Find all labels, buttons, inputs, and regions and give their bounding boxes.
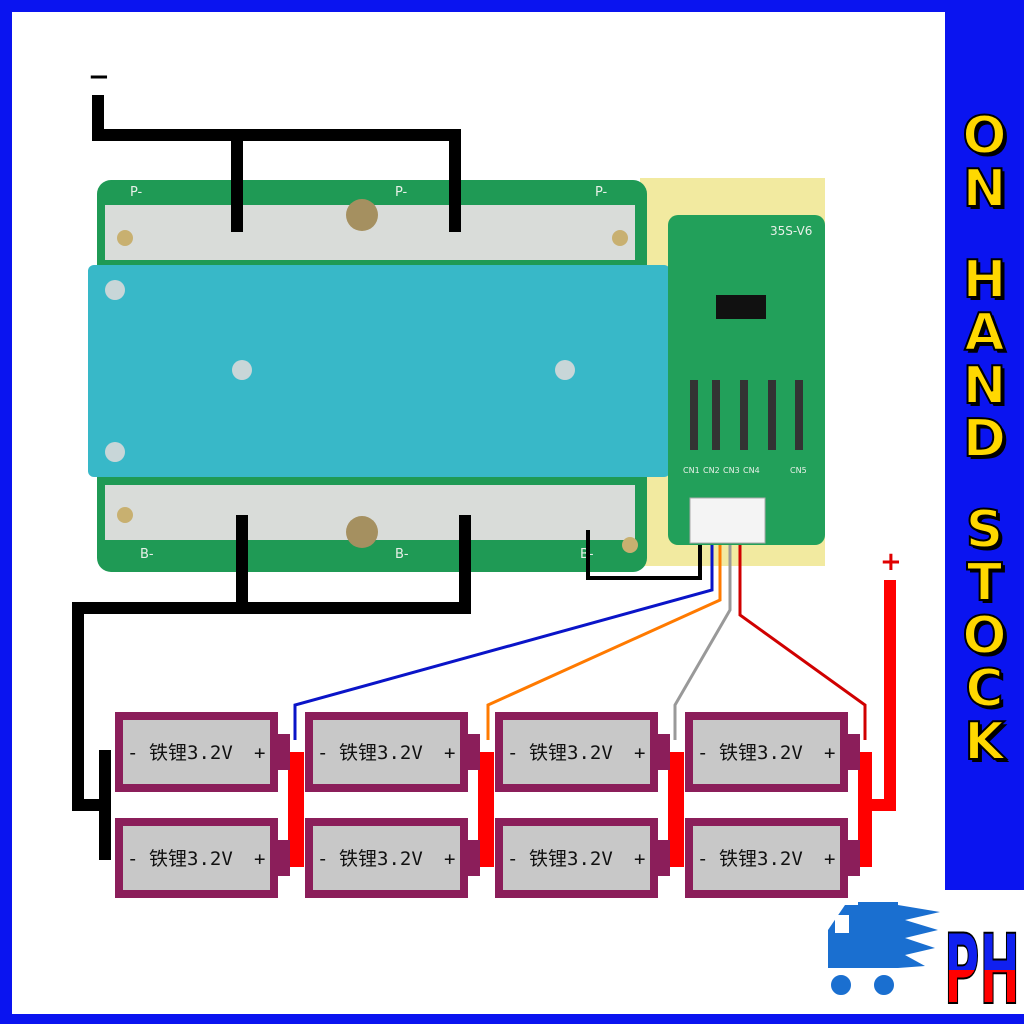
cell-minus: - bbox=[697, 848, 708, 870]
positive-wire bbox=[865, 580, 896, 811]
cell-label: 铁锂3.2V bbox=[529, 848, 613, 870]
cell-plus: + bbox=[824, 742, 835, 764]
cell-minus: - bbox=[507, 742, 518, 764]
cell-label: 铁锂3.2V bbox=[149, 742, 233, 764]
battery-cell: -铁锂3.2V + bbox=[305, 818, 480, 898]
screw bbox=[555, 360, 575, 380]
cell-plus: + bbox=[254, 848, 265, 870]
banner-letter: H bbox=[962, 250, 1008, 310]
mount-hole bbox=[346, 516, 378, 548]
banner-letter: N bbox=[962, 356, 1008, 416]
battery-cell: -铁锂3.2V + bbox=[305, 712, 480, 792]
board-model: 35S-V6 bbox=[770, 224, 812, 238]
cell-plus: + bbox=[634, 742, 645, 764]
cell-minus: - bbox=[317, 742, 328, 764]
banner-letter: T bbox=[966, 553, 1004, 613]
label-b-minus: B- bbox=[395, 547, 409, 562]
cell-minus: - bbox=[127, 848, 138, 870]
b-minus-wire bbox=[72, 515, 471, 860]
label-p-minus: P- bbox=[130, 185, 143, 200]
mount-hole bbox=[346, 199, 378, 231]
cell-label: 铁锂3.2V bbox=[339, 848, 423, 870]
mosfet-array bbox=[690, 380, 803, 450]
battery-cell: -铁锂3.2V + bbox=[115, 712, 290, 792]
balance-wire-gray bbox=[673, 545, 732, 740]
cell-minus: - bbox=[507, 848, 518, 870]
battery-cell: -铁锂3.2V + bbox=[685, 818, 860, 898]
cn5-label: CN5 bbox=[790, 466, 807, 475]
battery-cell: -铁锂3.2V + bbox=[685, 712, 860, 792]
battery-cell: -铁锂3.2V + bbox=[495, 712, 670, 792]
ic-chip bbox=[716, 295, 766, 319]
screw bbox=[232, 360, 252, 380]
label-p-minus: P- bbox=[595, 185, 608, 200]
p-minus-wire bbox=[92, 95, 461, 232]
mount-hole bbox=[117, 230, 133, 246]
banner-letter: C bbox=[964, 659, 1004, 719]
positive-label: + bbox=[880, 547, 902, 577]
balance-wire-red bbox=[738, 545, 867, 740]
cell-label: 铁锂3.2V bbox=[149, 848, 233, 870]
series-links bbox=[288, 752, 872, 867]
heatsink-pad bbox=[88, 265, 670, 477]
cn2-label: CN2 bbox=[703, 466, 720, 475]
screw bbox=[105, 442, 125, 462]
cell-plus: + bbox=[634, 848, 645, 870]
cell-plus: + bbox=[824, 848, 835, 870]
banner-letter: O bbox=[961, 106, 1007, 166]
banner-letter: A bbox=[963, 303, 1005, 363]
mount-hole bbox=[622, 537, 638, 553]
banner-letter: N bbox=[962, 159, 1008, 219]
label-b-minus: B- bbox=[140, 547, 154, 562]
label-p-minus: P- bbox=[395, 185, 408, 200]
battery-cell: -铁锂3.2V + bbox=[495, 818, 670, 898]
balance-wire-orange bbox=[486, 545, 722, 740]
cn4-label: CN4 bbox=[743, 466, 760, 475]
cell-plus: + bbox=[444, 848, 455, 870]
mount-hole bbox=[117, 507, 133, 523]
mount-hole bbox=[612, 230, 628, 246]
b-minus-sense-wire bbox=[586, 530, 702, 580]
battery-cell: -铁锂3.2V + bbox=[115, 818, 290, 898]
cell-minus: - bbox=[697, 742, 708, 764]
cell-label: 铁锂3.2V bbox=[339, 742, 423, 764]
cell-label: 铁锂3.2V bbox=[719, 742, 803, 764]
cell-plus: + bbox=[444, 742, 455, 764]
screw bbox=[105, 280, 125, 300]
banner-letter: K bbox=[963, 712, 1005, 772]
balance-wire-blue bbox=[293, 545, 714, 740]
cell-minus: - bbox=[317, 848, 328, 870]
cn3-label: CN3 bbox=[723, 466, 740, 475]
cell-minus: - bbox=[127, 742, 138, 764]
banner-letter: O bbox=[961, 606, 1007, 666]
cell-label: 铁锂3.2V bbox=[529, 742, 613, 764]
cell-label: 铁锂3.2V bbox=[719, 848, 803, 870]
banner-letter: D bbox=[962, 409, 1007, 469]
negative-label: − bbox=[88, 62, 110, 92]
on-hand-stock-banner: O N H A N D S T O C K bbox=[945, 10, 1024, 890]
cell-plus: + bbox=[254, 742, 265, 764]
banner-letter: S bbox=[965, 500, 1004, 560]
cn1-label: CN1 bbox=[683, 466, 700, 475]
balance-connector bbox=[689, 497, 766, 544]
